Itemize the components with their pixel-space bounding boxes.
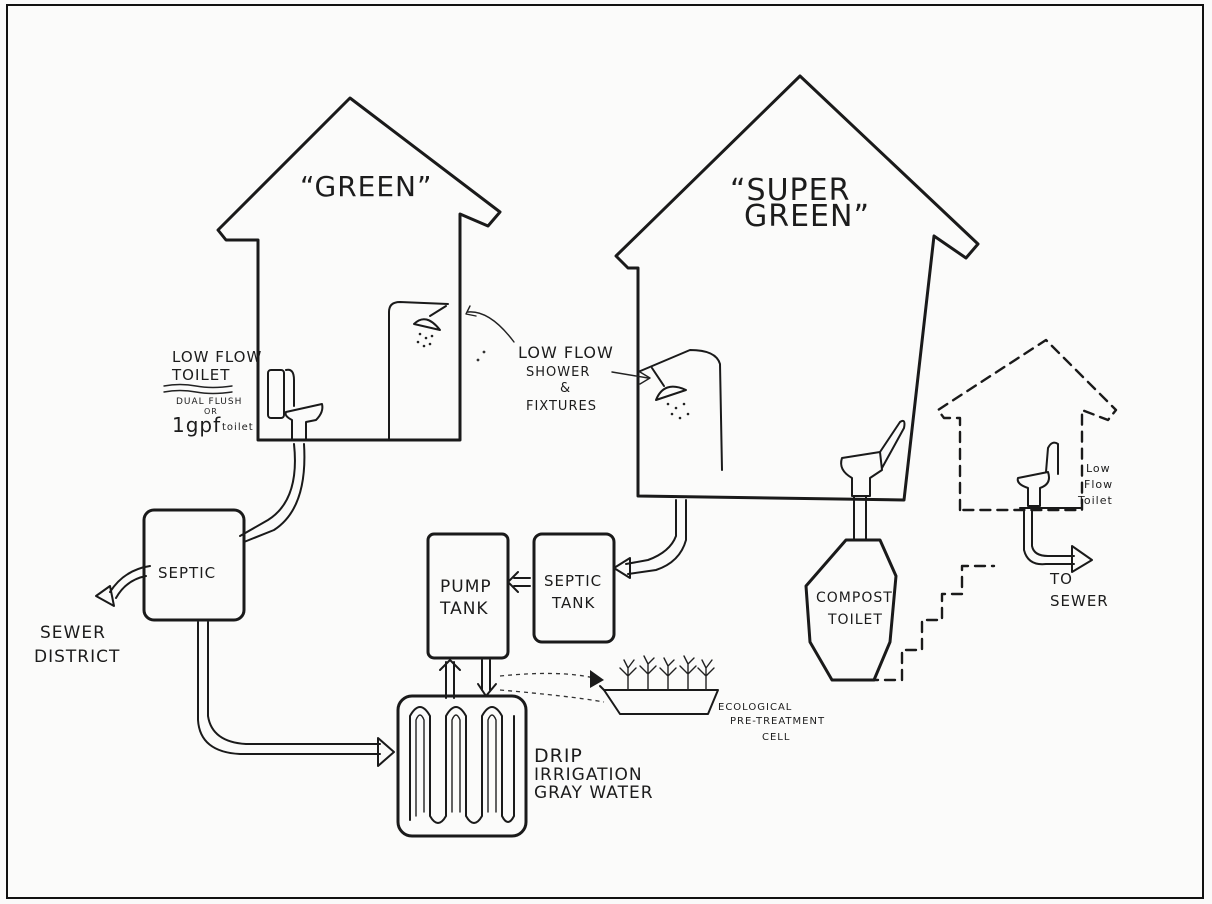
compost-toilet-chamber — [806, 496, 896, 680]
drip-label-1: DRIP — [534, 745, 583, 767]
toilet-icon — [268, 370, 322, 440]
green-house — [218, 98, 500, 440]
septic-label: SEPTIC — [158, 564, 216, 582]
septic-tank-label-2: TANK — [551, 594, 595, 612]
small-dashed-house — [938, 340, 1116, 572]
fixtures-label-2: SHOWER — [526, 365, 590, 380]
gpf-toilet-word-label: toilet — [222, 422, 254, 433]
fixtures-label-3: & — [560, 381, 571, 396]
shower-head-icon — [414, 306, 446, 347]
to-sewer-label-1: TO — [1049, 570, 1073, 588]
small-low-flow-label-1: Low — [1086, 462, 1111, 475]
super-green-house — [612, 76, 978, 500]
pump-tank-label-1: PUMP — [440, 577, 492, 597]
eco-cell-label-1: ECOLOGICAL — [718, 702, 792, 713]
ecological-cell — [600, 656, 718, 714]
toilet-icon — [1018, 443, 1082, 508]
low-flow-toilet-label-1: LOW FLOW — [172, 348, 262, 366]
super-green-title-line2: GREEN” — [744, 199, 870, 234]
eco-cell-label-3: CELL — [762, 732, 790, 743]
pump-tank-label-2: TANK — [439, 599, 489, 619]
to-sewer-label-2: SEWER — [1050, 592, 1109, 610]
gpf-number-label: 1gpf — [172, 413, 221, 437]
green-house-title: “GREEN” — [300, 170, 433, 203]
compost-toilet-label-2: TOILET — [827, 612, 883, 628]
toilet-icon — [841, 421, 904, 496]
sewer-district-label-2: DISTRICT — [34, 647, 120, 667]
low-flow-toilet-label-2: TOILET — [171, 366, 230, 384]
compost-toilet-label-1: COMPOST — [816, 590, 893, 606]
drip-label-2: IRRIGATION — [534, 765, 643, 785]
sewer-district-label-1: SEWER — [40, 623, 106, 643]
fixtures-label-1: LOW FLOW — [518, 343, 614, 362]
drip-label-3: GRAY WATER — [534, 783, 654, 803]
drip-irrigation-field — [398, 696, 526, 836]
small-low-flow-label-2: Flow — [1084, 478, 1113, 491]
small-low-flow-label-3: Toilet — [1077, 494, 1113, 507]
septic-tank-label-1: SEPTIC — [544, 572, 602, 590]
dual-flush-label: DUAL FLUSH — [176, 397, 242, 407]
eco-cell-label-2: PRE-TREATMENT — [730, 716, 825, 727]
fixtures-label-4: FIXTURES — [526, 399, 597, 414]
shower-head-icon — [652, 368, 689, 419]
